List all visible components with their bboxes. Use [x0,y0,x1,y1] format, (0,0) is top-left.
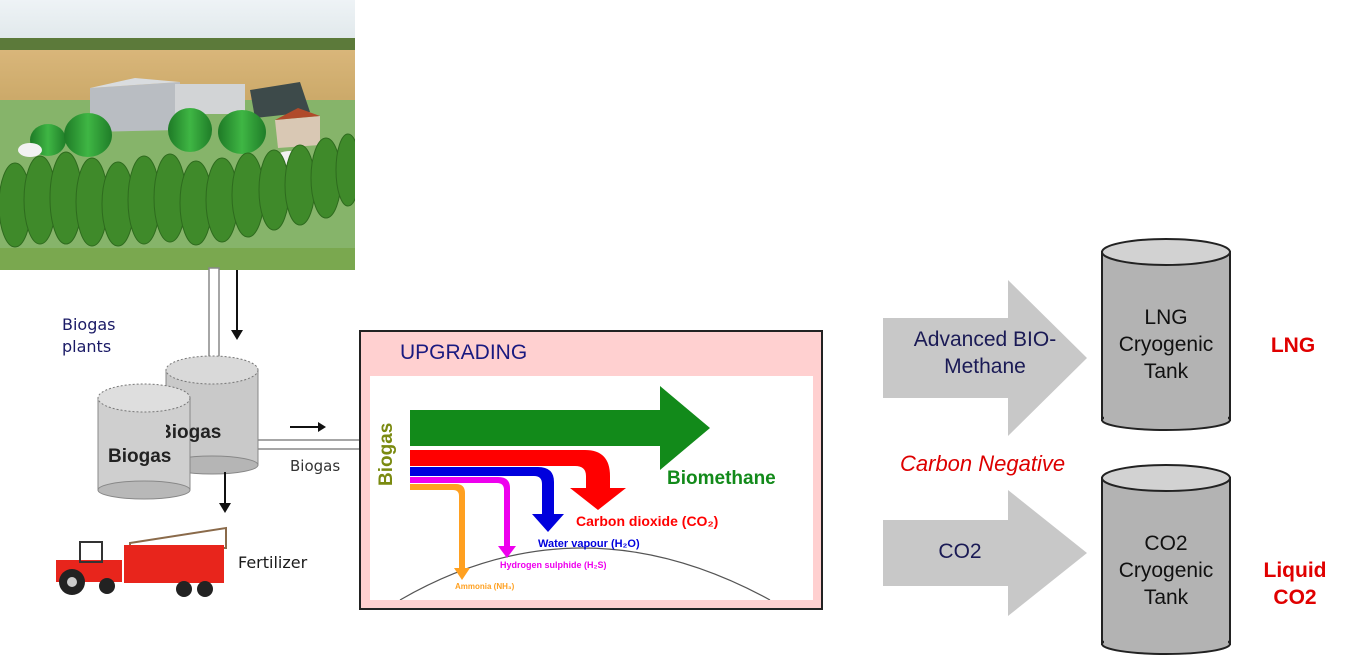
co2-big-arrow [883,490,1087,616]
lng-tank-label: LNG Cryogenic Tank [1118,306,1214,383]
tractor-icon [56,526,227,597]
h2s-arrow [410,477,516,558]
water-label: Water vapour (H₂O) [538,538,640,550]
bio-methane-arrow [883,280,1087,436]
upgrading-title: UPGRADING [400,341,528,364]
co2-arrow [410,450,626,510]
biomethane-arrow [410,386,710,470]
upgrading-diagram: Biogas Biomethane Carbon dioxide (CO₂) W… [370,376,813,601]
co2-label: Carbon dioxide (CO₂) [576,513,719,529]
fertilizer-label: Fertilizer [238,553,308,572]
co2-tank [1101,464,1231,655]
biogas-plants-label: Biogas plants [62,315,116,356]
co2-tank-label: CO2 Cryogenic Tank [1118,532,1214,609]
bio-methane-arrow-label: Advanced BIO-Methane [913,328,1057,378]
h2s-label: Hydrogen sulphide (H₂S) [500,560,607,570]
carbon-negative-label: Carbon Negative [900,451,1066,476]
tank-label-back-clip: Biogas [166,422,258,446]
nh3-label: Ammonia (NH₃) [455,582,515,591]
nh3-arrow [410,484,470,580]
biogas-tank-front [97,383,191,500]
plant-equipment-drawing [56,267,360,597]
tank-label-front: Biogas [108,446,172,467]
co2-arrow-label: CO2 [938,540,982,563]
upgrading-input-label: Biogas [376,422,397,486]
pipe-biogas-label: Biogas [290,457,341,475]
tank-label-back: Biogas [166,422,222,443]
biomethane-label: Biomethane [667,468,776,489]
lng-tank [1101,238,1231,431]
water-arrow [410,467,564,532]
biogas-plant-photo [0,0,355,270]
liquid-co2-product-label: Liquid CO2 [1263,559,1327,609]
lng-product-label: LNG [1270,334,1316,357]
